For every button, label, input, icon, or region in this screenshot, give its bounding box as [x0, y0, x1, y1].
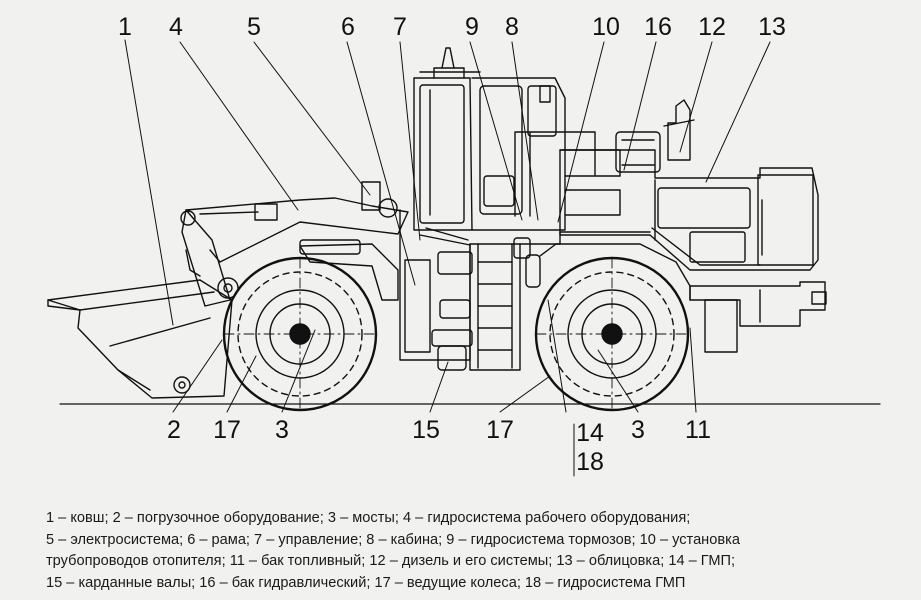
leader-17b	[499, 375, 551, 413]
hydraulic-tank	[615, 131, 661, 173]
front-wheel	[222, 256, 378, 412]
callout-17-front: 17	[213, 416, 241, 444]
leader-15	[429, 361, 449, 413]
leader-10	[557, 41, 605, 223]
callout-5: 5	[247, 13, 261, 41]
leader-8	[511, 41, 539, 221]
rear-fender	[539, 243, 691, 301]
callout-6: 6	[341, 13, 355, 41]
callout-15: 15	[412, 416, 440, 444]
callout-2: 2	[167, 416, 181, 444]
leader-9	[469, 41, 523, 221]
leader-17a	[226, 355, 257, 413]
leader-6	[346, 41, 416, 286]
exhaust-pipe	[663, 99, 695, 161]
callout-9: 9	[465, 13, 479, 41]
leader-13	[705, 41, 771, 183]
callout-14: 14	[576, 419, 604, 447]
callout-10: 10	[592, 13, 620, 41]
leader-lines	[124, 39, 771, 477]
frame	[399, 209, 651, 371]
leader-14	[547, 299, 567, 413]
leader-3b	[597, 349, 639, 413]
callout-3-rear: 3	[631, 416, 645, 444]
legend-line: 5 – электросистема; 6 – рама; 7 – управл…	[46, 531, 740, 548]
legend: 1 – ковш; 2 – погрузочное оборудование; …	[46, 508, 916, 594]
callout-1: 1	[118, 13, 132, 41]
callout-13: 13	[758, 13, 786, 41]
leader-4	[179, 41, 299, 211]
leader-11	[689, 327, 697, 413]
rear-wheel	[534, 256, 690, 412]
legend-line: 1 – ковш; 2 – погрузочное оборудование; …	[46, 510, 691, 526]
loader-boom	[180, 181, 409, 307]
callout-12: 12	[698, 13, 726, 41]
legend-line: 15 – карданные валы; 16 – бак гидравличе…	[46, 574, 686, 591]
callout-17-rear: 17	[486, 416, 514, 444]
loader-drawing	[47, 39, 881, 477]
callout-18: 18	[576, 448, 604, 476]
bucket	[47, 249, 233, 399]
callout-4: 4	[169, 13, 183, 41]
callout-3-front: 3	[275, 416, 289, 444]
leader-1	[124, 39, 174, 326]
counterweight	[689, 281, 827, 353]
leader-5	[253, 41, 371, 196]
engine-hood	[559, 149, 819, 271]
leader-12	[679, 41, 713, 153]
callout-11: 11	[685, 416, 711, 444]
callout-16: 16	[644, 13, 672, 41]
callout-8: 8	[505, 13, 519, 41]
leader-3a	[281, 329, 316, 413]
leader-16	[623, 41, 657, 171]
leader-7	[399, 41, 421, 241]
cab	[413, 47, 621, 231]
leader-2	[172, 339, 223, 413]
legend-line: трубопроводов отопителя; 11 – бак топлив…	[46, 553, 736, 569]
callout-7: 7	[393, 13, 407, 41]
